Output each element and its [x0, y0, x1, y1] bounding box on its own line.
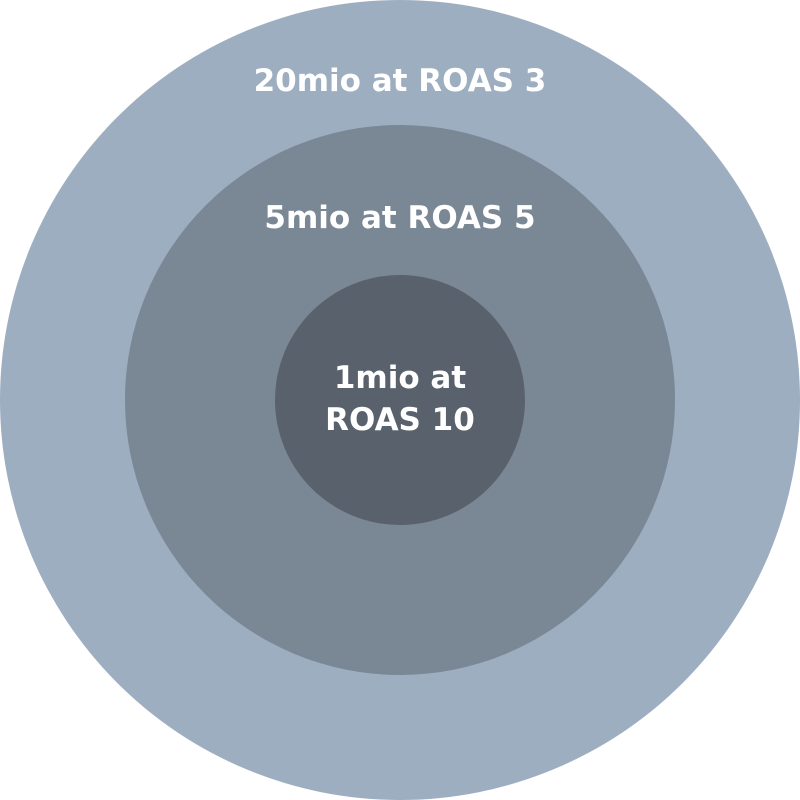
inner-tier-label-line-1: 1mio at	[333, 360, 467, 396]
inner-tier-label-line-2: ROAS 10	[325, 402, 475, 438]
outer-tier-label: 20mio at ROAS 3	[253, 63, 547, 99]
inner-tier-circle	[275, 275, 525, 525]
inner-tier-label: 1mio at ROAS 10	[275, 357, 525, 441]
middle-tier-label: 5mio at ROAS 5	[264, 200, 536, 236]
